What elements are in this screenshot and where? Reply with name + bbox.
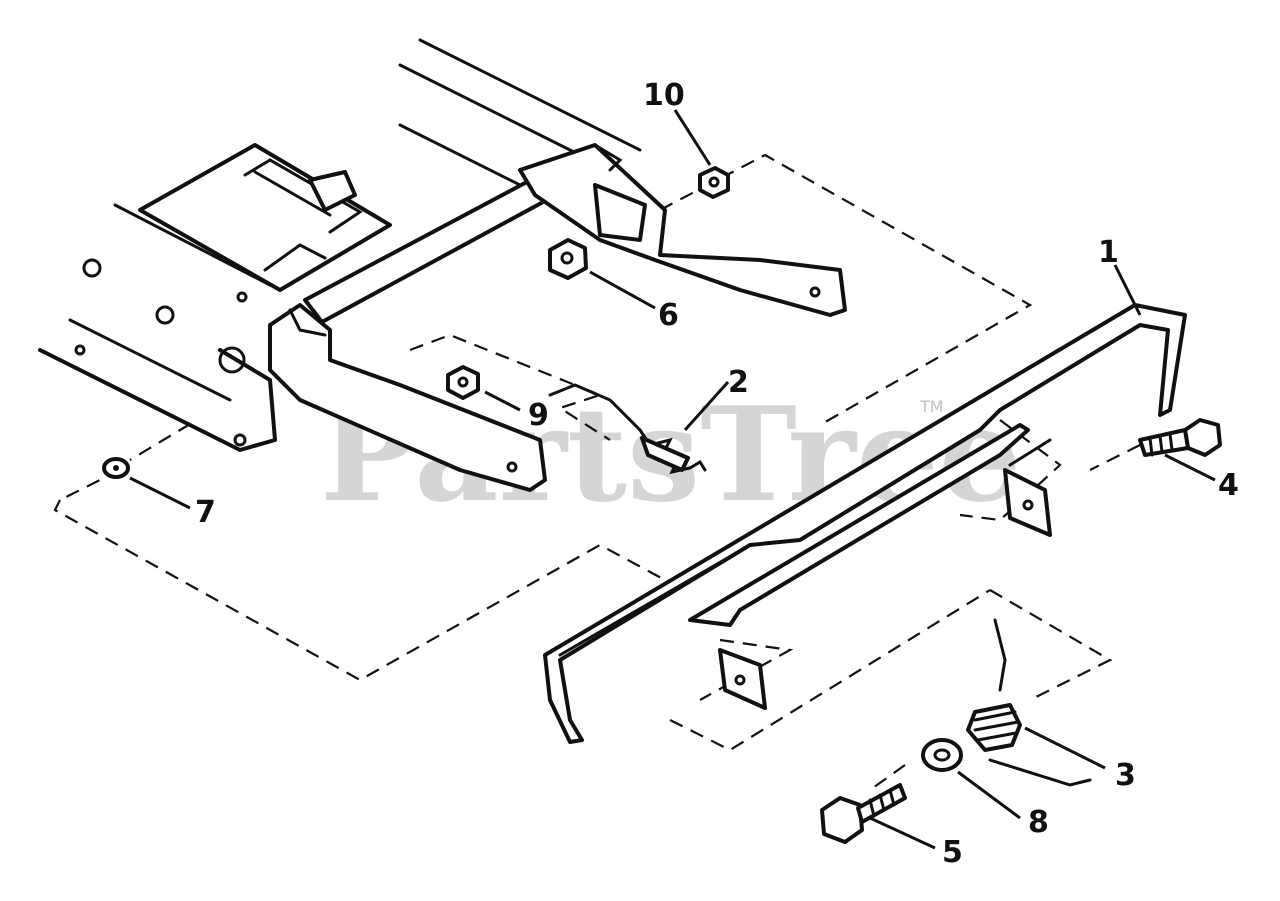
hardware [102,166,1222,844]
leader-lines [129,109,1216,850]
callout-1: 1 [1098,235,1119,270]
callout-3: 3 [1115,758,1136,793]
bolt-part-5 [820,796,864,844]
rear-lift-arm [518,143,847,317]
callout-4: 4 [1218,468,1239,503]
hanger-bracket-part-1 [543,303,1187,744]
nut-part-6 [548,238,588,280]
bolt-part-4 [1183,418,1222,457]
spring-part-3 [966,618,1092,787]
callout-2: 2 [728,365,749,400]
callout-labels: 1 2 3 4 5 6 7 8 9 10 [195,78,1239,870]
front-lift-arm [268,303,547,492]
watermark-tm: TM [919,397,944,416]
callout-5: 5 [942,835,963,870]
callout-6: 6 [658,298,679,333]
nut-part-9 [446,365,480,400]
callout-8: 8 [1028,805,1049,840]
nut-part-10 [698,166,730,199]
spring-part-2 [548,383,707,475]
washer-part-8 [921,738,963,772]
pivot-bracket [138,143,392,292]
callout-7: 7 [195,495,216,530]
callout-9: 9 [528,398,549,433]
callout-10: 10 [643,78,685,113]
